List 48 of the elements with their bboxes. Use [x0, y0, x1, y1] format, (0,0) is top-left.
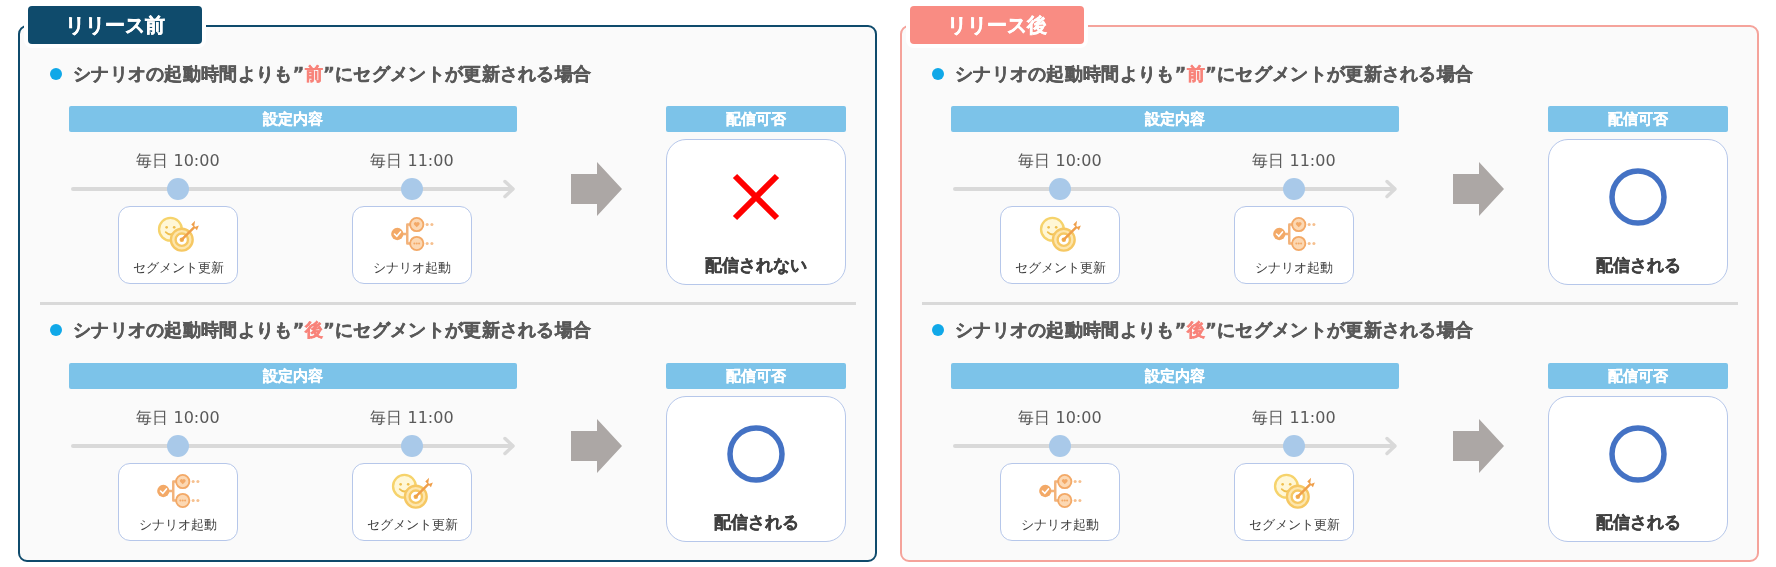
header-band: 配信可否 [1548, 106, 1728, 132]
section-heading: シナリオの起動時間よりも”後”にセグメントが更新される場合 [73, 318, 592, 342]
header-band: 設定内容 [69, 106, 517, 132]
event-label: シナリオ起動 [373, 260, 451, 276]
event-label: セグメント更新 [1248, 517, 1340, 533]
time-label: 毎日 11:00 [1252, 151, 1336, 171]
event-label: セグメント更新 [1014, 260, 1106, 276]
block-arrow [571, 162, 622, 216]
time-label: 毎日 11:00 [370, 408, 454, 428]
result-card [1548, 139, 1728, 285]
header-band: 配信可否 [1548, 363, 1728, 389]
header-band: 設定内容 [69, 363, 517, 389]
block-arrow [1453, 162, 1504, 216]
event-card [118, 206, 238, 284]
result-card [666, 139, 846, 285]
section-heading: シナリオの起動時間よりも”前”にセグメントが更新される場合 [955, 62, 1474, 86]
time-label: 毎日 11:00 [370, 151, 454, 171]
result-label: 配信される [713, 511, 799, 533]
result-label: 配信されない [705, 254, 807, 276]
time-label: 毎日 11:00 [1252, 408, 1336, 428]
header-band: 配信可否 [666, 363, 846, 389]
block-arrow [1453, 419, 1504, 473]
event-card [1234, 463, 1354, 541]
header-band: 設定内容 [951, 106, 1399, 132]
event-card [1234, 206, 1354, 284]
time-label: 毎日 10:00 [136, 151, 220, 171]
result-card [1548, 396, 1728, 542]
section-heading: シナリオの起動時間よりも”後”にセグメントが更新される場合 [955, 318, 1474, 342]
time-label: 毎日 10:00 [136, 408, 220, 428]
header-band: 設定内容 [951, 363, 1399, 389]
result-card [666, 396, 846, 542]
block-arrow [571, 419, 622, 473]
event-label: セグメント更新 [366, 517, 458, 533]
event-label: シナリオ起動 [1021, 517, 1099, 533]
time-label: 毎日 10:00 [1018, 151, 1102, 171]
event-card [352, 463, 472, 541]
section-heading: シナリオの起動時間よりも”前”にセグメントが更新される場合 [73, 62, 592, 86]
header-band: 配信可否 [666, 106, 846, 132]
time-label: 毎日 10:00 [1018, 408, 1102, 428]
event-label: セグメント更新 [132, 260, 224, 276]
event-card [352, 206, 472, 284]
result-label: 配信される [1595, 254, 1681, 276]
event-card [1000, 206, 1120, 284]
event-card [1000, 463, 1120, 541]
event-label: シナリオ起動 [1255, 260, 1333, 276]
result-label: 配信される [1595, 511, 1681, 533]
event-card [118, 463, 238, 541]
event-label: シナリオ起動 [139, 517, 217, 533]
